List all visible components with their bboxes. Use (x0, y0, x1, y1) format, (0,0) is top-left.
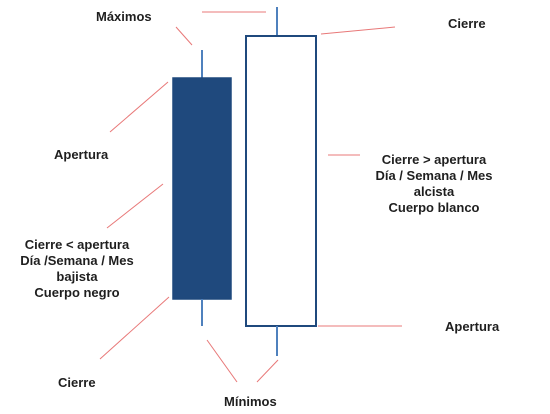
bullish-line-1: Cierre > apertura (381, 152, 487, 167)
label-cierre-top: Cierre (448, 16, 486, 31)
bearish-line-1: Cierre < apertura (24, 237, 130, 252)
bullish-description: Cierre > apertura Día / Semana / Mes alc… (375, 152, 492, 216)
label-maximos: Máximos (96, 9, 152, 24)
bearish-line-4: Cuerpo negro (34, 285, 120, 300)
bull-candle-body (245, 35, 317, 327)
leader-cierre-bottom (99, 296, 170, 360)
label-apertura-left: Apertura (54, 147, 109, 162)
label-cierre-bottom: Cierre (58, 375, 96, 390)
leader-minimos-right (256, 359, 279, 383)
leader-maximos-left (175, 26, 193, 46)
bullish-line-3: alcista (413, 184, 455, 199)
bear-candle-body (172, 77, 232, 300)
leader-cierre-top (320, 26, 396, 35)
label-apertura-right: Apertura (445, 319, 500, 334)
label-minimos: Mínimos (224, 394, 277, 409)
bullish-line-4: Cuerpo blanco (388, 200, 480, 215)
bearish-line-2: Día /Semana / Mes (20, 253, 134, 268)
bearish-line-3: bajista (56, 269, 98, 284)
leader-minimos-left (206, 339, 238, 383)
leader-apertura-left (109, 81, 169, 133)
leader-bearish-note (106, 183, 164, 229)
bullish-line-2: Día / Semana / Mes (375, 168, 493, 183)
bearish-description: Cierre < apertura Día /Semana / Mes baji… (20, 237, 133, 301)
